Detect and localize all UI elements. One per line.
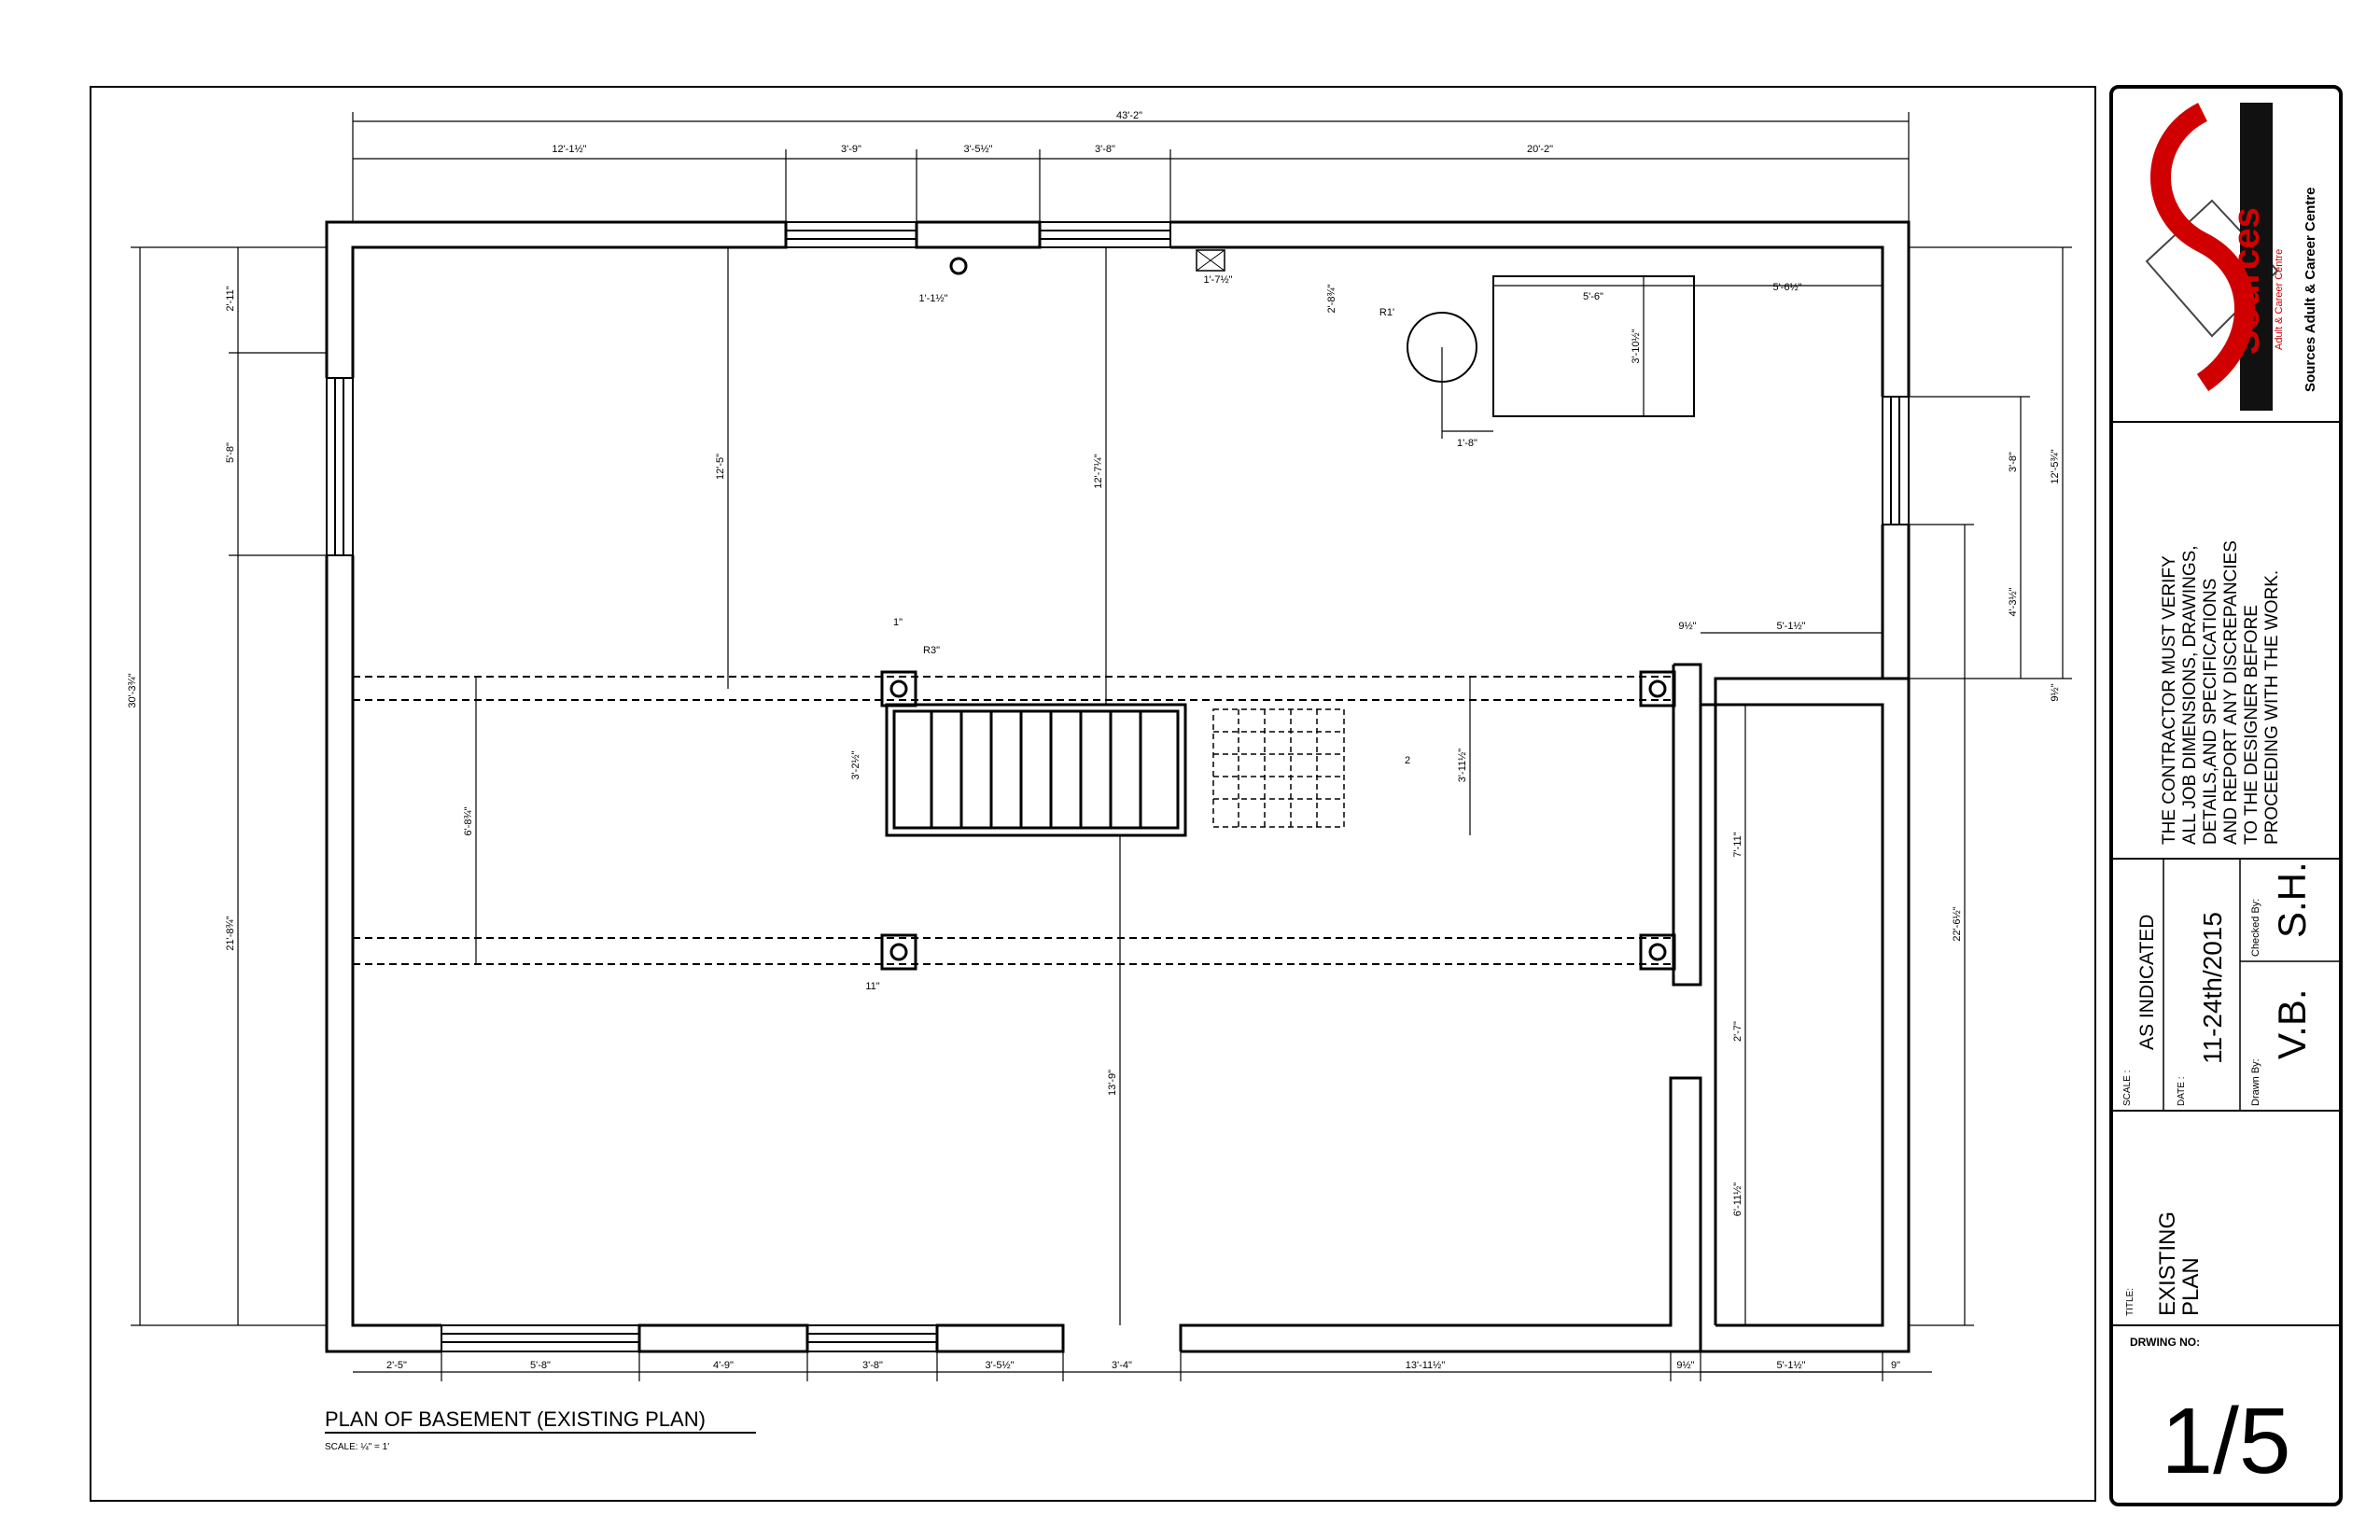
drawing-no: 1/5 xyxy=(2161,1389,2290,1493)
notes-line-3: DETAILS,AND SPECIFICATIONS xyxy=(2201,579,2220,845)
dim-bottom-8: 9½" xyxy=(1676,1360,1694,1371)
notes-line-6: PROCEEDING WITH THE WORK. xyxy=(2262,570,2282,845)
logo: Sources Adult & Career Centre xyxy=(2145,103,2285,411)
dim-int-7: 7'-11" xyxy=(1732,832,1743,857)
dim-int-2: 12'-7¼" xyxy=(1093,454,1104,488)
dim-int-12: 3'-10½" xyxy=(1631,329,1642,363)
date-label: DATE : xyxy=(2177,1077,2187,1106)
drawn-value: V.B. xyxy=(2270,988,2314,1059)
drawing-title: PLAN OF BASEMENT (EXISTING PLAN) xyxy=(325,1407,706,1431)
dim-int-4: 6'-8¾" xyxy=(463,806,474,835)
dim-left-mid: 21'-8¾" xyxy=(225,916,236,950)
title-line-1: EXISTING xyxy=(2155,1211,2180,1316)
posts xyxy=(880,257,1676,971)
dim-right-4: 22'-6½" xyxy=(1952,906,1963,941)
dim-right-3: 4'-3½" xyxy=(2008,587,2019,616)
dim-bottom-9: 5'-1½" xyxy=(1776,1360,1805,1371)
dim-bottom-2: 5'-8" xyxy=(530,1360,551,1371)
date-value: 11-24th/2015 xyxy=(2198,912,2227,1064)
dim-bottom-3: 4'-9" xyxy=(713,1360,734,1371)
dim-int-15: R1' xyxy=(1379,307,1394,318)
drawing-border xyxy=(90,86,2096,1502)
dim-int-18: 1'-1½" xyxy=(918,293,947,304)
dim-int-20: R3" xyxy=(923,645,940,656)
dim-left-outer: 30'-3¾" xyxy=(127,673,138,707)
stairs-continuation xyxy=(1212,708,1345,828)
dim-bottom-10: 9" xyxy=(1891,1360,1900,1371)
notes-line-2: ALL JOB DIMENSIONS, DRAWINGS, xyxy=(2180,545,2200,845)
notes-line-1: THE CONTRACTOR MUST VERIFY xyxy=(2160,555,2179,845)
title-block: Sources Adult & Career Centre Sources Ad… xyxy=(2111,103,2341,1493)
dim-int-6: 3'-11½" xyxy=(1457,749,1468,782)
dim-int-22: 1" xyxy=(893,617,903,628)
dim-int-1: 12'-5" xyxy=(715,454,726,480)
notes-line-4: AND REPORT ANY DISCREPANCIES xyxy=(2221,540,2241,845)
logo-word: Sources xyxy=(2226,207,2267,355)
dim-right-1: 3'-8" xyxy=(2008,452,2019,472)
dim-int-14: 1'-8" xyxy=(1457,438,1477,449)
dimension-lines xyxy=(131,112,2072,1381)
dim-int-8: 2'-7" xyxy=(1732,1021,1743,1042)
dim-bottom-7: 13'-11½" xyxy=(1406,1360,1446,1371)
dim-right-2: 12'-5¾" xyxy=(2050,449,2061,483)
company-name: Sources Adult & Career Centre xyxy=(2303,187,2318,392)
dim-int-9: 6'-11½" xyxy=(1732,1183,1743,1216)
dim-int-21: 11" xyxy=(865,981,879,992)
dim-int-17: 9½" xyxy=(1678,621,1696,632)
stairs xyxy=(885,703,1187,837)
dim-top-1: 12'-1½" xyxy=(552,144,586,155)
dimension-labels: 43'-2" 12'-1½" 3'-9" 3'-5½" 3'-8" 20'-2"… xyxy=(127,110,2061,1371)
dim-right-5: 9½" xyxy=(2050,683,2061,701)
dim-bottom-4: 3'-8" xyxy=(862,1360,883,1371)
dim-bottom-1: 2'-5" xyxy=(386,1360,407,1371)
floor-plan xyxy=(131,112,2072,1381)
beams xyxy=(353,676,1671,965)
dim-left-top-2: 5'-8" xyxy=(225,442,236,463)
dim-int-16: 5'-1½" xyxy=(1776,621,1805,632)
dim-int-5: 3'-2½" xyxy=(850,750,861,779)
drawing-scale-note: SCALE: ¼" = 1' xyxy=(325,1441,389,1452)
title-label: TITLE: xyxy=(2125,1288,2135,1316)
windows xyxy=(326,221,1910,1352)
drawing-no-label: DRWING NO: xyxy=(2130,1336,2200,1349)
exterior-walls xyxy=(325,220,1911,1353)
dim-top-2: 3'-9" xyxy=(841,144,861,155)
notes-line-5: TO THE DESIGNER BEFORE xyxy=(2242,605,2261,845)
contractor-notes: THE CONTRACTOR MUST VERIFY ALL JOB DIMEN… xyxy=(2160,540,2282,845)
checked-value: S.H. xyxy=(2270,861,2314,938)
dim-int-13: 2'-8¾" xyxy=(1326,284,1337,313)
dim-top-5: 20'-2" xyxy=(1527,144,1553,155)
furnace xyxy=(1492,275,1695,417)
dim-top-4: 3'-8" xyxy=(1095,144,1115,155)
dim-left-top-1: 2'-11" xyxy=(225,286,236,311)
dim-int-3: 13'-9" xyxy=(1107,1070,1118,1096)
titleblock-border xyxy=(2109,85,2343,1506)
title-line-2: PLAN xyxy=(2178,1257,2204,1316)
drawn-label: Drawn By: xyxy=(2250,1058,2261,1106)
scale-label: SCALE : xyxy=(2122,1071,2133,1106)
scale-value: AS INDICATED xyxy=(2136,915,2158,1050)
dim-top-3: 3'-5½" xyxy=(963,144,992,155)
dim-overall-width: 43'-2" xyxy=(1116,110,1142,121)
dim-int-10: 5'-6" xyxy=(1583,291,1603,302)
dim-int-11: 5'-6½" xyxy=(1772,282,1801,293)
checked-label: Checked By: xyxy=(2250,899,2261,957)
chimney xyxy=(1196,249,1225,272)
logo-sub: Adult & Career Centre xyxy=(2274,249,2285,350)
dim-bottom-5: 3'-5½" xyxy=(985,1360,1014,1371)
dim-int-19: 1'-7½" xyxy=(1203,274,1232,286)
dim-int-23: 2 xyxy=(1405,755,1410,766)
dim-bottom-6: 3'-4" xyxy=(1112,1360,1132,1371)
